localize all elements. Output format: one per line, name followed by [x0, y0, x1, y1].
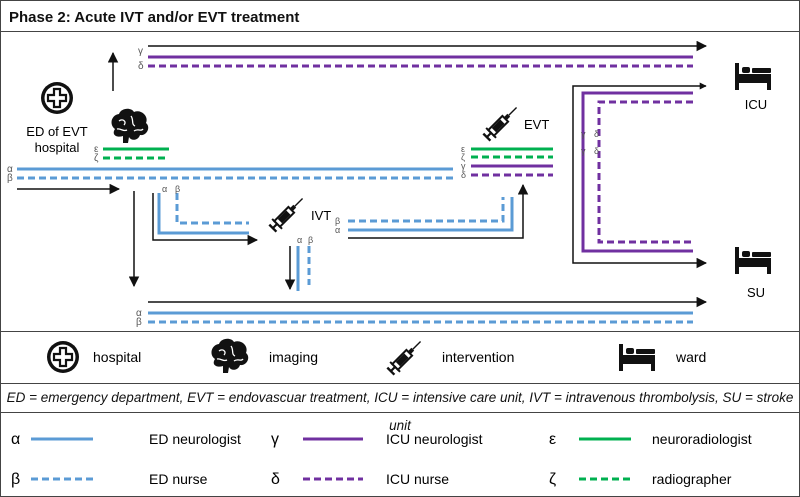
- greek-delta: δ: [594, 146, 599, 156]
- greek-delta: δ: [138, 61, 144, 72]
- legend-symbol: α: [11, 431, 20, 448]
- greek-beta: β: [7, 173, 13, 184]
- to-ivt-neurologist: [157, 193, 249, 235]
- divider: [1, 412, 799, 413]
- hospital-icon: [39, 80, 75, 116]
- greek-gamma: γ: [138, 46, 143, 57]
- bed-icon: [735, 63, 771, 90]
- legend-role-label: radiographer: [652, 471, 732, 487]
- syringe-icon: [480, 101, 523, 144]
- to-ivt-nurse: [175, 193, 249, 225]
- arrow-evt-to-units: [572, 85, 708, 269]
- ivt-to-evt-neurologist: [348, 197, 514, 232]
- legend-symbol: γ: [271, 431, 279, 448]
- evt-label: EVT: [524, 117, 549, 132]
- syringe-icon: [266, 192, 309, 235]
- legend-role-label: ICU neurologist: [386, 431, 483, 447]
- legend-role-label: ED nurse: [149, 471, 208, 487]
- divider: [1, 331, 799, 332]
- legend-role-label: ICU nurse: [386, 471, 449, 487]
- greek-delta: δ: [594, 129, 599, 139]
- legend-symbol: δ: [271, 471, 280, 488]
- greek-delta: δ: [461, 170, 466, 180]
- hospital-label-line1: ED of EVT: [26, 124, 87, 139]
- legend-symbol: ε: [549, 431, 556, 448]
- legend-intervention-label: intervention: [442, 349, 514, 365]
- legend-ward-label: ward: [675, 349, 706, 365]
- brain-icon: [210, 338, 249, 374]
- abbreviations: ED = emergency department, EVT = endovas…: [6, 390, 794, 433]
- divider: [1, 31, 799, 32]
- divider: [1, 383, 799, 384]
- figure-title: Phase 2: Acute IVT and/or EVT treatment: [9, 9, 300, 26]
- greek-zeta: ζ: [94, 153, 99, 164]
- greek-alpha: α: [297, 235, 302, 245]
- greek-beta: β: [335, 216, 340, 226]
- role-legend: α ED neurologist β ED nurse γ ICU neurologist…: [11, 431, 752, 488]
- evt-units-icu-nurse: [597, 100, 693, 244]
- arrow-to-ivt: [152, 193, 259, 246]
- ivt-label: IVT: [311, 208, 331, 223]
- legend-imaging-label: imaging: [269, 349, 318, 365]
- greek-gamma: γ: [581, 129, 586, 139]
- greek-epsilon: ε: [461, 144, 465, 154]
- greek-epsilon: ε: [94, 144, 99, 155]
- greek-beta: β: [136, 317, 142, 328]
- evt-units-icu-neurologist: [581, 91, 693, 253]
- greek-beta: β: [308, 235, 313, 245]
- su-label: SU: [747, 285, 765, 300]
- arrow-ivt-to-evt: [348, 183, 529, 239]
- greek-alpha: α: [136, 308, 142, 319]
- greek-alpha: α: [162, 184, 167, 194]
- bed-icon: [619, 344, 655, 371]
- legend-role-label: ED neurologist: [149, 431, 241, 447]
- ivt-to-evt-nurse: [348, 197, 505, 223]
- greek-alpha: α: [7, 164, 13, 175]
- greek-gamma: γ: [581, 146, 586, 156]
- syringe-icon: [384, 335, 427, 378]
- legend-symbol: ζ: [549, 471, 556, 488]
- greek-gamma: γ: [461, 161, 466, 171]
- hospital-label-line2: hospital: [35, 140, 80, 155]
- greek-beta: β: [175, 184, 180, 194]
- brain-icon: [110, 108, 149, 144]
- legend-role-label: neuroradiologist: [652, 431, 752, 447]
- icu-label: ICU: [745, 97, 767, 112]
- legend-hospital-label: hospital: [93, 349, 141, 365]
- legend-symbol: β: [11, 471, 20, 488]
- hospital-icon: [45, 339, 81, 375]
- greek-alpha: α: [335, 225, 340, 235]
- greek-zeta: ζ: [461, 152, 465, 162]
- bed-icon: [735, 247, 771, 274]
